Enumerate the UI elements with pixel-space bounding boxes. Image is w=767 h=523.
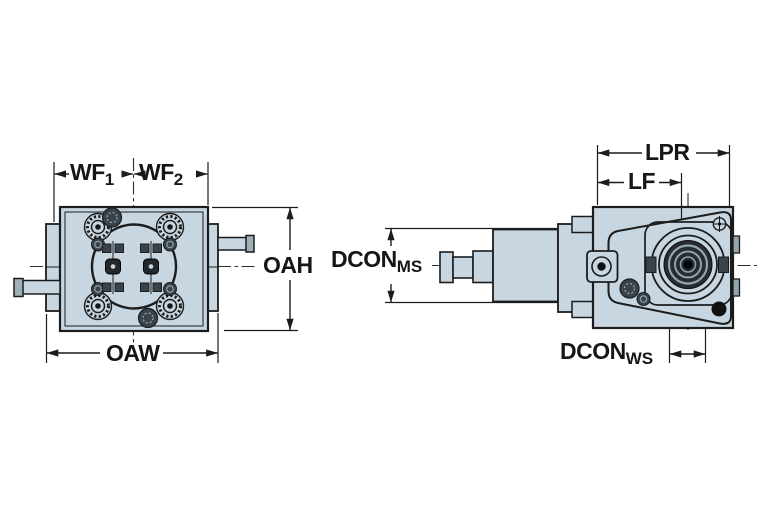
dim-label-dcon-ws-sub: WS	[625, 349, 654, 368]
bearing-bolt	[155, 212, 185, 242]
dim-label-wf2-text: WF	[139, 159, 174, 185]
side-tab-bottom	[732, 278, 741, 297]
dim-label-oah-text: OAH	[263, 252, 313, 278]
side-view	[432, 193, 757, 330]
clamp-screw	[162, 237, 178, 252]
bearing-bolt	[155, 291, 185, 321]
clamp-screw	[162, 281, 178, 297]
dim-label-wf1-text: WF	[70, 159, 105, 185]
right-shaft-tip	[245, 234, 255, 253]
dim-label-lf: LF	[628, 168, 656, 194]
bearing-bolt	[83, 291, 113, 321]
adapter-boss-bottom	[571, 300, 594, 319]
serration-bolt-top	[101, 207, 123, 228]
coupling-serration-left	[102, 240, 124, 295]
side-view-dimensions	[385, 145, 731, 363]
coupling-serration-right	[140, 240, 162, 295]
face-plate-square	[644, 221, 733, 306]
dim-label-lf-text: LF	[628, 168, 656, 194]
serration-bolt-bottom	[137, 307, 159, 329]
face-serration-screw	[619, 278, 640, 299]
left-shaft-tip	[13, 277, 24, 298]
left-shaft	[21, 279, 61, 295]
side-clamp-boss	[586, 250, 619, 283]
dim-label-dcon-ms-text: DCON	[331, 246, 397, 272]
dim-label-dcon-ws-text: DCON	[560, 338, 626, 364]
coupling-key-left	[645, 256, 657, 273]
spigot-collar	[472, 250, 494, 284]
adapter-boss-top	[571, 215, 594, 234]
face-pin-bottom-right	[711, 301, 727, 317]
coupling-cylinder	[492, 228, 559, 303]
dim-label-oaw-text: OAW	[106, 340, 160, 366]
side-tab-top	[732, 235, 741, 254]
front-body-inset	[64, 211, 204, 327]
dim-label-oaw: OAW	[106, 340, 160, 366]
dim-label-lpr-text: LPR	[645, 139, 690, 165]
right-shaft	[217, 236, 248, 251]
front-view	[13, 158, 256, 347]
turret-circle	[90, 223, 178, 310]
dim-label-wf1-sub: 1	[104, 170, 115, 189]
dim-label-oah: OAH	[263, 254, 313, 277]
dim-label-dcon-ms-sub: MS	[396, 257, 423, 276]
coupling-key-right	[718, 256, 729, 273]
spigot-neck	[452, 256, 474, 279]
face-plate-outline	[607, 211, 732, 325]
dim-label-lpr: LPR	[645, 141, 690, 164]
face-serration-screw	[636, 291, 651, 307]
dim-label-wf2-sub: 2	[173, 170, 184, 189]
spigot-tip	[439, 251, 454, 284]
front-view-dimensions	[45, 162, 298, 363]
face-screw-top-right	[712, 216, 727, 232]
